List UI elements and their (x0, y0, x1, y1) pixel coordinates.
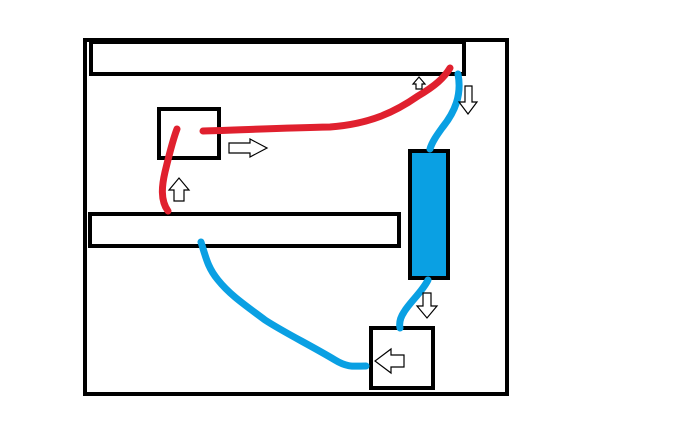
arrow-down-icon (457, 85, 479, 115)
red-line (158, 64, 454, 215)
middle-bar (88, 212, 401, 248)
arrow-left-icon (374, 347, 405, 375)
arrow-down-lower-icon (415, 292, 439, 319)
blue-line (197, 70, 463, 370)
arrow-right-icon (228, 138, 269, 158)
top-bar (89, 40, 466, 76)
arrow-up-small-icon (411, 76, 427, 90)
arrow-up-icon (167, 177, 191, 202)
blue-component (408, 149, 450, 280)
